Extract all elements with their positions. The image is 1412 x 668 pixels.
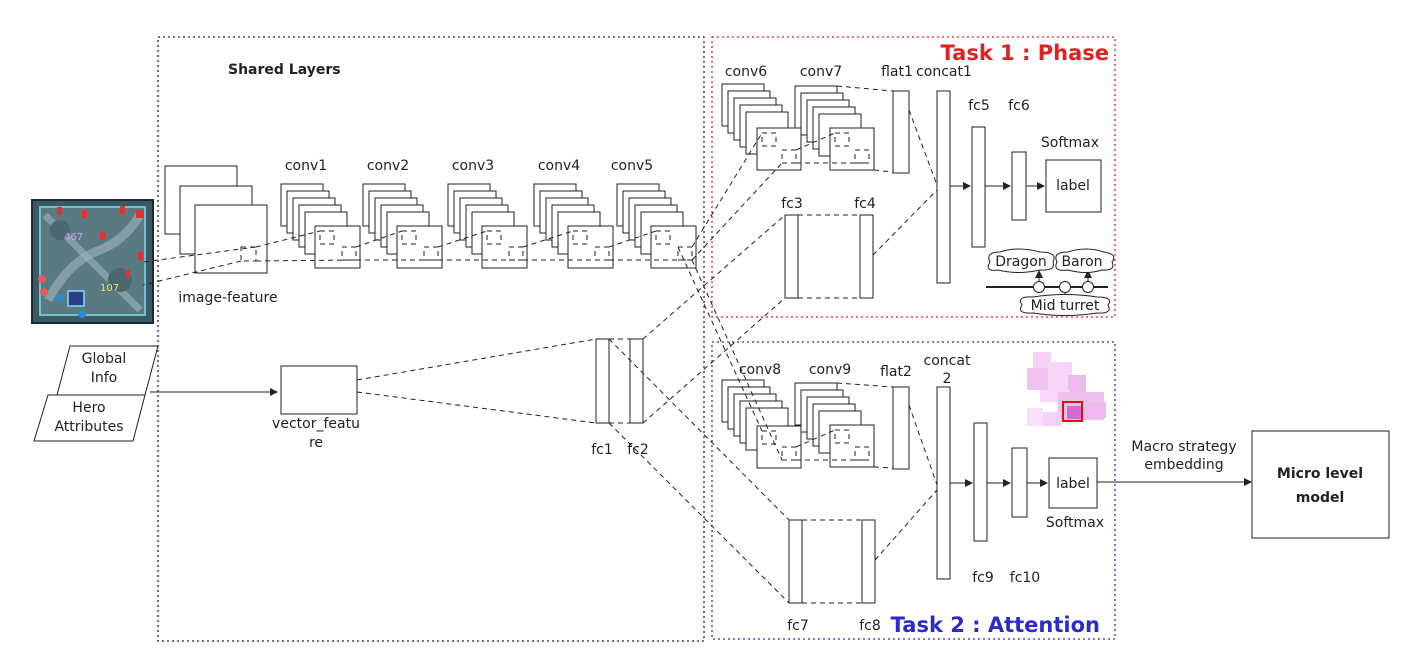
fc9-layer [973, 422, 988, 542]
fc5-label: fc5 [968, 98, 990, 114]
flat1-to-concat1 [908, 109, 938, 186]
fc10-layer [1011, 447, 1028, 518]
fc4-to-concat1 [872, 189, 938, 256]
fc3-layer [784, 214, 799, 299]
micro-model-line2: model [1296, 490, 1345, 506]
conv8-label: conv8 [739, 362, 781, 378]
hero-attributes-input [33, 394, 146, 442]
vector-feature-box [280, 365, 358, 415]
conv3-label: conv3 [452, 158, 494, 174]
phase-timeline [986, 248, 1115, 316]
fc7-layer [788, 519, 803, 604]
conv9-label: conv9 [809, 362, 851, 378]
conv1-stack [280, 183, 361, 269]
fc2-layer [629, 338, 644, 424]
task1-conv-connectors [691, 85, 894, 261]
micro-model-line1: Micro level [1277, 466, 1363, 482]
conv6-stack [721, 83, 802, 171]
conv1-label: conv1 [285, 158, 327, 174]
fc8-to-concat2 [874, 489, 938, 561]
flat1-layer [892, 90, 910, 174]
flat2-label: flat2 [880, 364, 912, 380]
concat2-label-line2: 2 [943, 371, 952, 387]
conv8-stack [721, 379, 802, 469]
vector-feature-line2: re [309, 435, 323, 451]
fc2-to-fc3-bottom [642, 297, 786, 424]
label-text-task1: label [1056, 178, 1090, 194]
fc6-layer [1011, 151, 1027, 221]
dragon-label: Dragon [995, 254, 1046, 270]
vector-to-fc1-bottom [356, 391, 597, 424]
fc1-to-fc7-bottom [608, 422, 790, 604]
fc4-layer [859, 214, 874, 299]
image-feature-label: image-feature [178, 290, 277, 306]
conv2-stack [362, 183, 443, 269]
fc7-label: fc7 [787, 618, 809, 634]
flat2-layer [892, 386, 910, 470]
fc2-label: fc2 [627, 442, 649, 458]
fc1-label: fc1 [591, 442, 613, 458]
label-text-task2: label [1056, 476, 1090, 492]
vector-to-fc1-top [356, 338, 597, 381]
fc5-layer [971, 126, 986, 248]
vector-feature-line1: vector_featu [272, 416, 360, 432]
attention-heatmap [1027, 352, 1106, 426]
task2-conv-connectors [677, 246, 894, 469]
flat2-to-concat2 [908, 404, 938, 486]
softmax-label-task2: Softmax [1046, 515, 1104, 531]
fc1-layer [595, 338, 610, 424]
minimap-number-107: 107 [100, 283, 119, 294]
task1-title: Task 1 : Phase [941, 41, 1109, 65]
conv7-stack [794, 85, 875, 171]
shared-conv-connectors [142, 230, 692, 286]
image-feature-stack [164, 165, 268, 274]
global-info-line2: Info [91, 370, 118, 386]
fc2-to-fc3-top [642, 214, 786, 340]
conv4-label: conv4 [538, 158, 580, 174]
conv5-label: conv5 [611, 158, 653, 174]
label-box-task2 [1048, 457, 1098, 509]
softmax-label-task1: Softmax [1041, 135, 1099, 151]
global-info-line1: Global [82, 351, 127, 367]
concat2-label-line1: concat [924, 353, 971, 369]
concat1-layer [936, 90, 951, 284]
conv4-stack [533, 183, 614, 269]
hero-attributes-line2: Attributes [54, 419, 123, 435]
flat1-label: flat1 [881, 64, 913, 80]
conv6-label: conv6 [725, 64, 767, 80]
macro-embedding-line2: embedding [1144, 457, 1223, 473]
task1-panel [711, 36, 1116, 318]
conv9-stack [794, 382, 875, 468]
concat2-layer [936, 386, 951, 580]
micro-level-model-box [1251, 430, 1390, 539]
fc8-layer [861, 519, 876, 604]
shared-layers-title: Shared Layers [228, 62, 341, 78]
macro-embedding-line1: Macro strategy [1131, 439, 1236, 455]
fc10-label: fc10 [1010, 570, 1040, 586]
task2-panel [711, 341, 1116, 640]
minimap-number-467: 467 [64, 232, 83, 243]
conv2-label: conv2 [367, 158, 409, 174]
baron-label: Baron [1061, 254, 1102, 270]
label-box-task1 [1045, 159, 1102, 213]
minimap-image: 467 107 [31, 199, 154, 324]
hero-attributes-line1: Hero [72, 400, 105, 416]
conv7-label: conv7 [800, 64, 842, 80]
fc1-to-fc7-top [608, 338, 790, 521]
task2-title: Task 2 : Attention [891, 613, 1100, 637]
fc8-label: fc8 [859, 618, 881, 634]
fc4-label: fc4 [854, 196, 876, 212]
fc3-label: fc3 [781, 196, 803, 212]
fc9-label: fc9 [972, 570, 994, 586]
conv3-stack [447, 183, 528, 269]
concat1-label: concat1 [916, 64, 972, 80]
conv5-stack [616, 183, 697, 269]
fc6-label: fc6 [1008, 98, 1030, 114]
mid-turret-label: Mid turret [1031, 298, 1100, 314]
